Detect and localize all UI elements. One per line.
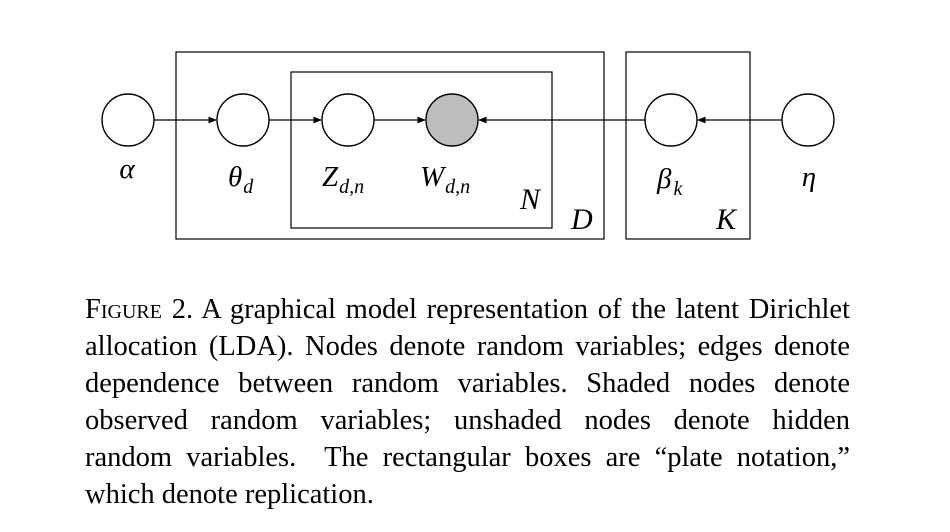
figure-label: Figure <box>85 294 162 325</box>
node-theta <box>216 93 270 147</box>
node-alpha <box>101 93 155 147</box>
plate-label-K: K <box>715 203 738 236</box>
plate-label-D: D <box>570 203 593 236</box>
plate-D <box>175 51 605 240</box>
caption-text: A graphical model representation of the … <box>85 294 858 510</box>
label-w: Wd,n <box>420 161 470 198</box>
label-theta: θd <box>228 161 254 198</box>
node-eta <box>781 93 835 147</box>
plate-label-N: N <box>519 183 542 216</box>
node-w <box>425 93 479 147</box>
node-beta <box>644 93 698 147</box>
label-z: Zd,n <box>322 161 364 198</box>
label-alpha: α <box>119 153 135 185</box>
label-eta: η <box>802 161 816 193</box>
node-z <box>321 93 375 147</box>
plate-K <box>625 51 751 240</box>
figure-caption: Figure 2. A graphical model representati… <box>85 291 850 513</box>
plate-N <box>290 71 553 229</box>
figure-number: 2. <box>171 294 194 325</box>
